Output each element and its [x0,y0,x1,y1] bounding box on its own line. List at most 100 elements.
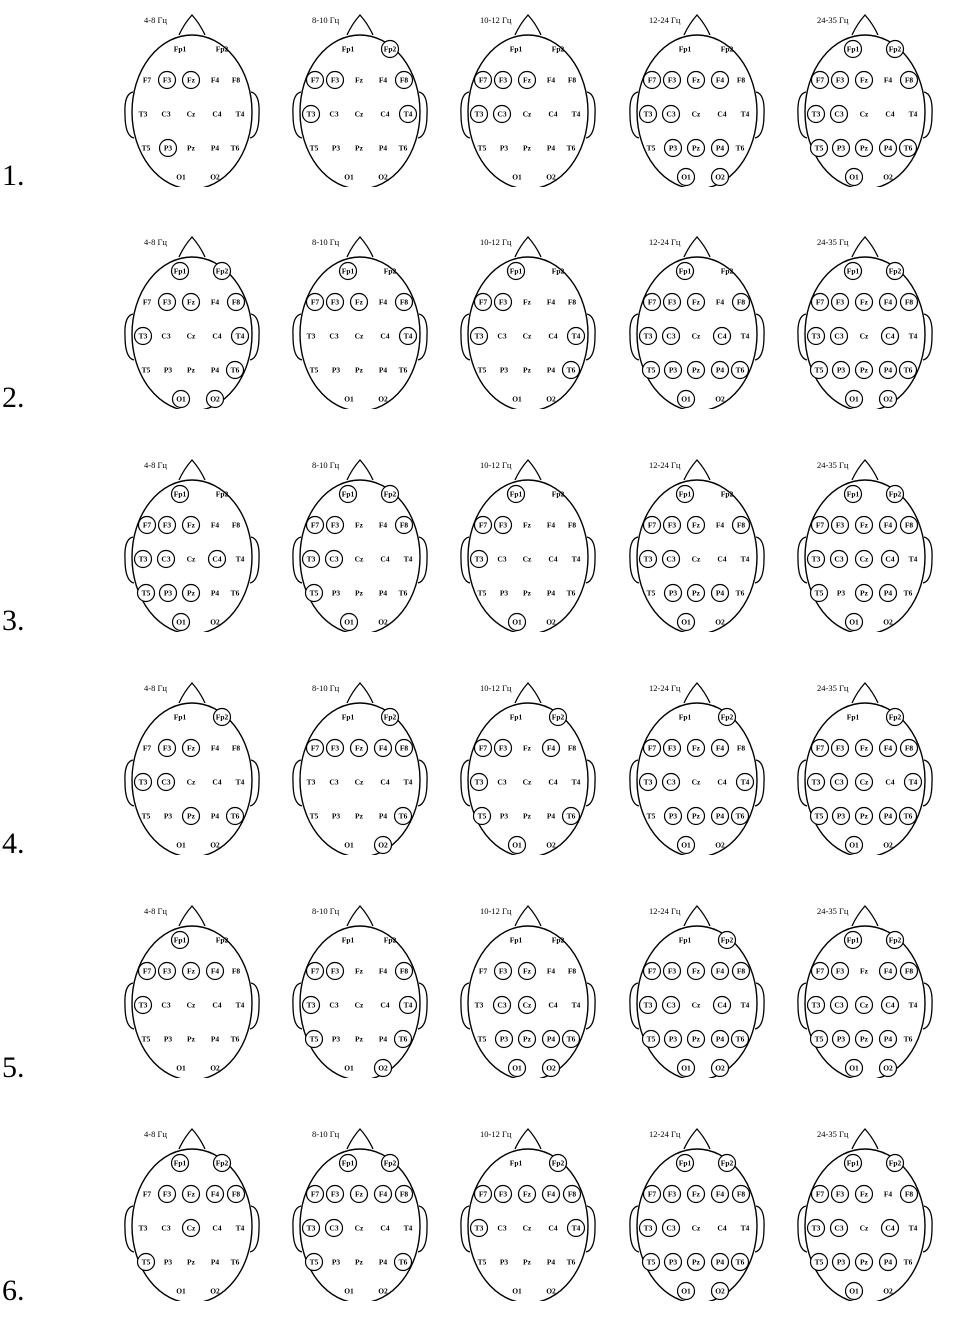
electrode-t5-label: T5 [815,1258,824,1267]
electrode-t5-label: T5 [815,589,824,598]
electrode-t5-label: T5 [647,589,656,598]
band-label: 4-8 Гц [144,460,167,470]
electrode-f4-label: F4 [379,744,388,753]
row-number: 5. [2,1051,25,1085]
electrode-p3-label: P3 [332,366,341,375]
electrode-t4-label: T4 [909,1224,918,1233]
electrode-p3-label: P3 [837,366,846,375]
electrode-f3-label: F3 [163,967,172,976]
electrode-o1-label: O1 [344,1064,354,1073]
band-label: 8-10 Гц [312,906,340,916]
electrode-t6-label: T6 [399,1258,408,1267]
electrode-f8-label: F8 [905,298,914,307]
electrode-fp2-label: Fp2 [889,490,902,499]
electrode-fp1-label: Fp1 [510,713,523,722]
electrode-p4-label: P4 [716,1258,725,1267]
electrode-fp2-label: Fp2 [721,1159,734,1168]
electrode-c4-label: C4 [212,332,221,341]
nose-outline [684,15,710,35]
electrode-f7-label: F7 [311,521,320,530]
electrode-f3-label: F3 [331,967,340,976]
electrode-t3-label: T3 [812,555,821,564]
electrode-p4-label: P4 [379,1258,388,1267]
electrode-c4-label: C4 [717,332,726,341]
electrode-o1-label: O1 [849,1287,859,1296]
electrode-p3-label: P3 [837,1035,846,1044]
electrode-t3-label: T3 [139,1001,148,1010]
band-label: 4-8 Гц [144,906,167,916]
electrode-t6-label: T6 [399,366,408,375]
nose-outline [684,1129,710,1149]
electrode-t6-label: T6 [736,1258,745,1267]
electrode-fz-label: Fz [860,967,869,976]
electrode-c3-label: C3 [834,778,843,787]
electrode-t3-label: T3 [812,110,821,119]
electrode-pz-label: Pz [692,1035,701,1044]
electrode-fp1-label: Fp1 [679,713,692,722]
electrode-f4-label: F4 [884,298,893,307]
electrode-t6-label: T6 [904,589,913,598]
nose-outline [852,683,878,703]
electrode-t6-label: T6 [231,589,240,598]
electrode-c4-label: C4 [548,555,557,564]
row-number: 3. [2,604,25,638]
electrode-fz-label: Fz [355,967,364,976]
electrode-t3-label: T3 [307,1001,316,1010]
electrode-fp2-label: Fp2 [216,713,229,722]
electrode-p3-label: P3 [500,1258,509,1267]
electrode-f3-label: F3 [163,744,172,753]
band-label: 8-10 Гц [312,15,340,25]
electrode-f8-label: F8 [737,1190,746,1199]
electrode-cz-label: Cz [860,778,869,787]
electrode-pz-label: Pz [355,1035,364,1044]
electrode-p4-label: P4 [716,812,725,821]
electrode-fz-label: Fz [187,521,196,530]
electrode-f8-label: F8 [232,744,241,753]
electrode-o2-label: O2 [378,395,388,404]
electrode-p3-label: P3 [669,589,678,598]
electrode-c3-label: C3 [329,778,338,787]
electrode-cz-label: Cz [692,1001,701,1010]
electrode-o2-label: O2 [883,841,893,850]
electrode-t3-label: T3 [307,778,316,787]
electrode-f3-label: F3 [331,76,340,85]
electrode-fz-label: Fz [692,298,701,307]
electrode-fp2-label: Fp2 [552,713,565,722]
electrode-p4-label: P4 [716,366,725,375]
electrode-c4-label: C4 [548,1001,557,1010]
electrode-o1-label: O1 [176,173,186,182]
electrode-t6-label: T6 [567,589,576,598]
electrode-o2-label: O2 [378,618,388,627]
electrode-fp1-label: Fp1 [847,490,860,499]
electrode-f8-label: F8 [568,967,577,976]
nose-outline [515,683,541,703]
electrode-t6-label: T6 [736,589,745,598]
electrode-p4-label: P4 [547,1035,556,1044]
electrode-pz-label: Pz [187,144,196,153]
electrode-f4-label: F4 [716,521,725,530]
electrode-f7-label: F7 [311,1190,320,1199]
electrode-t4-label: T4 [741,1001,750,1010]
band-label: 12-24 Гц [649,460,681,470]
electrode-p4-label: P4 [211,144,220,153]
electrode-c3-label: C3 [834,332,843,341]
electrode-o2-label: O2 [715,1064,725,1073]
nose-outline [179,906,205,926]
row-number: 6. [2,1274,25,1308]
electrode-f8-label: F8 [232,298,241,307]
electrode-t5-label: T5 [142,366,151,375]
electrode-f4-label: F4 [211,298,220,307]
electrode-f8-label: F8 [400,76,409,85]
electrode-t6-label: T6 [736,812,745,821]
electrode-f7-label: F7 [479,744,488,753]
electrode-t6-label: T6 [399,812,408,821]
electrode-fp2-label: Fp2 [384,45,397,54]
electrode-f8-label: F8 [400,1190,409,1199]
band-label: 24-35 Гц [817,460,849,470]
electrode-t5-label: T5 [310,1035,319,1044]
electrode-cz-label: Cz [860,555,869,564]
head-map: 8-10 ГцFp1Fp2F7F3FzF4F8T3C3CzC4T4T5P3PzP… [290,224,450,409]
electrode-f4-label: F4 [547,1190,556,1199]
electrode-t3-label: T3 [307,1224,316,1233]
electrode-t5-label: T5 [310,1258,319,1267]
